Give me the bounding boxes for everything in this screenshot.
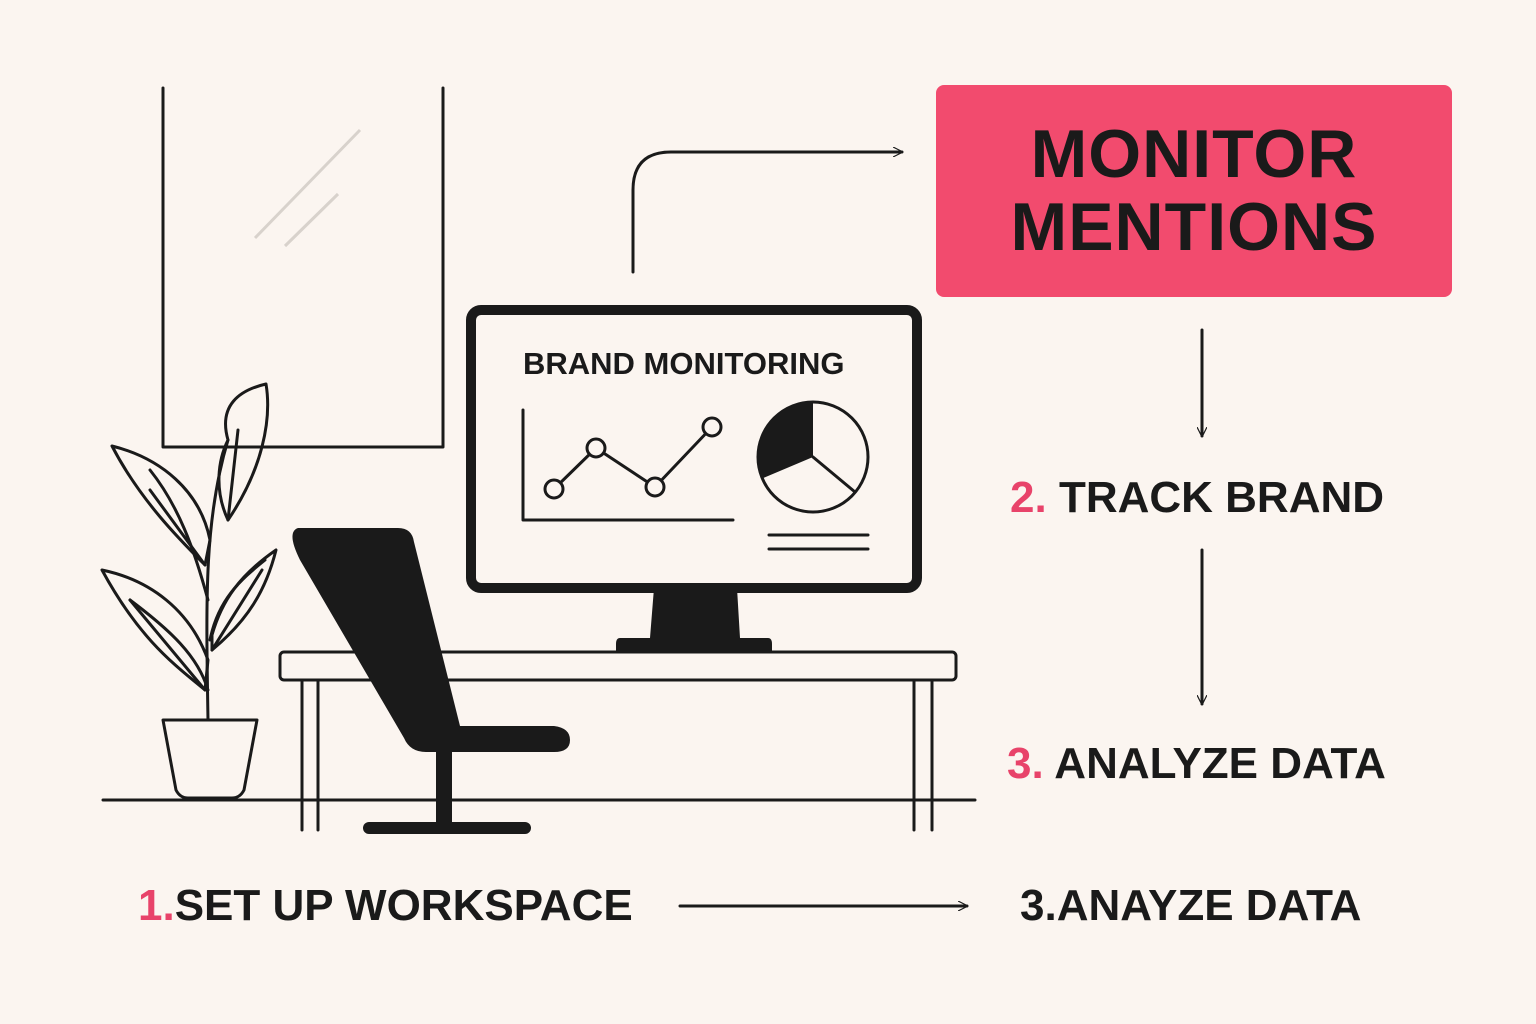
step-number: 3. <box>1020 881 1057 930</box>
chair-icon <box>292 528 570 834</box>
step-label: TRACK BRAND <box>1058 473 1385 522</box>
step-label: ANAYZE DATA <box>1056 881 1362 930</box>
step-number: 3. <box>1007 739 1044 788</box>
step-number: 1. <box>138 881 175 930</box>
step-track-brand: 2. TRACK BRAND <box>1010 476 1384 520</box>
step-label: ANALYZE DATA <box>1054 739 1386 788</box>
step-number: 2. <box>1010 473 1047 522</box>
monitor-mentions-line1: MONITOR <box>1030 115 1358 192</box>
step-anayze-data: 3.ANAYZE DATA <box>1020 884 1361 928</box>
monitor-icon <box>466 305 922 652</box>
arrow-to-monitor-mentions <box>631 152 904 274</box>
screen-title: BRAND MONITORING <box>523 346 845 381</box>
monitor-mentions-line2: MENTIONS <box>1010 189 1378 265</box>
step-analyze-data: 3. ANALYZE DATA <box>1007 742 1386 786</box>
step-label: SET UP WORKSPACE <box>174 881 633 930</box>
plant-icon <box>100 382 278 800</box>
step-set-up-workspace: 1.SET UP WORKSPACE <box>138 884 633 928</box>
monitor-mentions-box: MONITOR MENTIONS <box>936 85 1452 297</box>
window-icon <box>161 86 445 449</box>
